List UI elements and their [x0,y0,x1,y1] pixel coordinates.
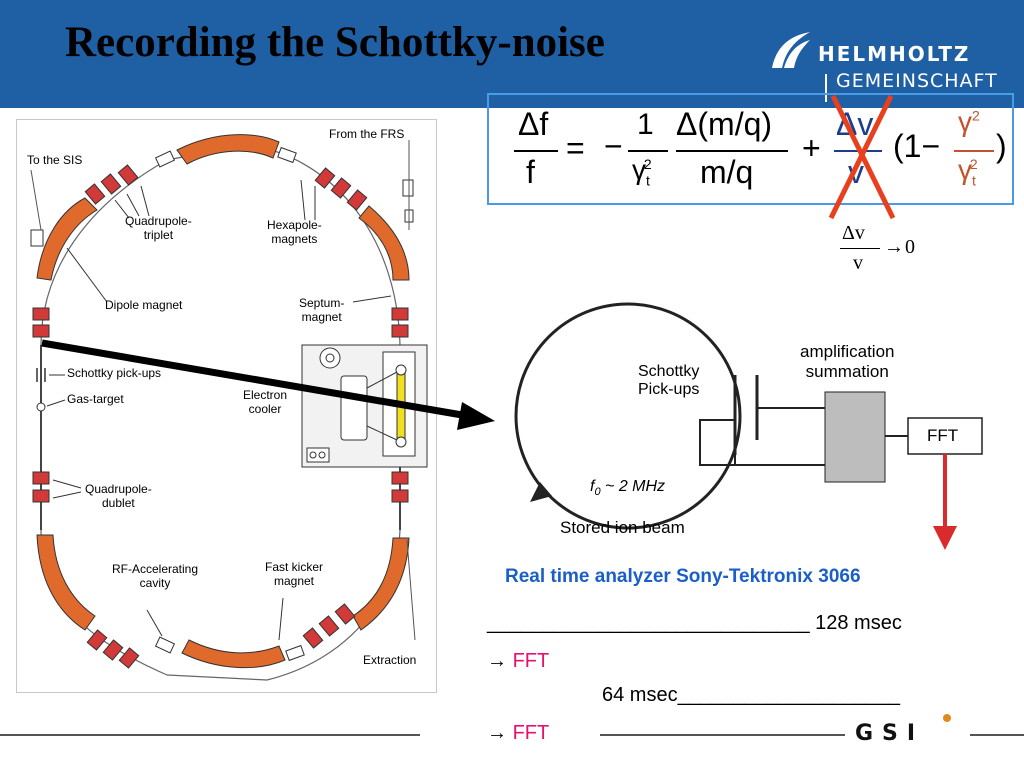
footer-line-end [970,734,1024,736]
label-schottky-pickups: Schottky pick-ups [67,366,162,380]
quadrupole-right [391,307,409,503]
gas-target-mark [36,402,46,412]
formula-fraction-bar-1 [514,150,558,152]
schottky-pickup-marks [36,368,46,382]
formula-gamma-t: γt2 [632,154,652,189]
analyzer-line4: → FFT [487,722,550,744]
analyzer-line3: 64 msec____________________ [602,684,901,706]
condition-denominator: v [853,252,863,274]
condition-numerator: Δv [842,222,865,244]
extraction-line [406,539,416,641]
quadrupole-bottom-right [302,603,356,649]
analyzer-line1: _____________________________ 128 msec [487,612,902,634]
sis-line [30,169,42,231]
formula-plus: + [802,130,821,166]
label-hexapole-magnets: Hexapole-magnets [267,218,322,246]
formula-gamma-denominator: γt2 [958,154,978,189]
label-extraction: Extraction [363,653,417,667]
formula-fraction-bar-2 [628,150,668,152]
quadrupole-triplet-top-left [84,164,139,205]
header-bar [0,0,1024,108]
analyzer-line2: → FFT [487,650,550,672]
formula-equals: = [566,130,585,166]
label-from-frs: From the FRS [329,127,405,141]
footer-line-left [0,734,420,736]
condition-arrow: → [884,236,904,258]
fft-box-label: FFT [927,426,959,445]
label-dipole-magnet: Dipole magnet [105,298,183,312]
formula-mq: m/q [700,154,754,190]
quadrupole-left [32,307,50,503]
dipole-magnet-top-left [36,197,98,281]
quadrupole-bottom-left [86,629,140,669]
formula-fraction-bar-3 [676,150,788,152]
formula-gamma-numerator: γ2 [958,106,980,137]
label-stored-ion-beam: Stored ion beam [560,518,685,537]
dipole-magnet-top-right [358,205,410,281]
dipole-magnet-bottom-left [36,534,96,631]
label-revolution-frequency: f0 ~ 2 MHz [590,478,666,499]
formula-minus: − [604,128,623,164]
analyzer-title: Real time analyzer Sony-Tektronix 3066 [505,566,861,587]
dipole-magnet-bottom [181,639,286,669]
frequency-formula-box [487,93,1014,205]
gsi-logo-dot-icon [943,714,951,722]
formula-delta-f: Δf [518,106,549,142]
condition-value: 0 [905,236,915,258]
storage-ring-diagram: From the FRS To the SIS Quadrupole-tripl… [16,119,437,693]
label-quadrupole-triplet: Quadrupole-triplet [125,214,192,242]
label-gas-target: Gas-target [67,392,124,406]
formula-fraction-bar-5 [954,150,994,152]
formula-one: 1 [637,108,654,141]
formula-delta-mq: Δ(m/q) [676,106,773,142]
slide-title: Recording the Schottky-noise [65,19,605,66]
label-quadrupole-dublet: Quadrupole-dublet [85,482,152,510]
dipole-magnet-top [176,134,280,165]
footer-line-right [600,734,845,736]
helmholtz-logo-icon [772,32,810,68]
gsi-logo: GSI [855,714,967,746]
condition-bar [840,248,880,249]
logo-line1: HELMHOLTZ [818,42,971,66]
logo-divider [825,74,827,102]
cross-out-icon [828,94,896,220]
formula-f: f [526,154,535,190]
logo-line2: GEMEINSCHAFT [836,70,998,92]
dipole-magnet-bottom-right [352,537,410,631]
formula-bracket: (1− [893,128,941,164]
label-to-sis: To the SIS [27,153,83,167]
quadrupole-triplet-top-right [314,167,368,211]
formula-close: ) [996,128,1007,164]
label-septum-magnet: Septum-magnet [299,296,345,324]
